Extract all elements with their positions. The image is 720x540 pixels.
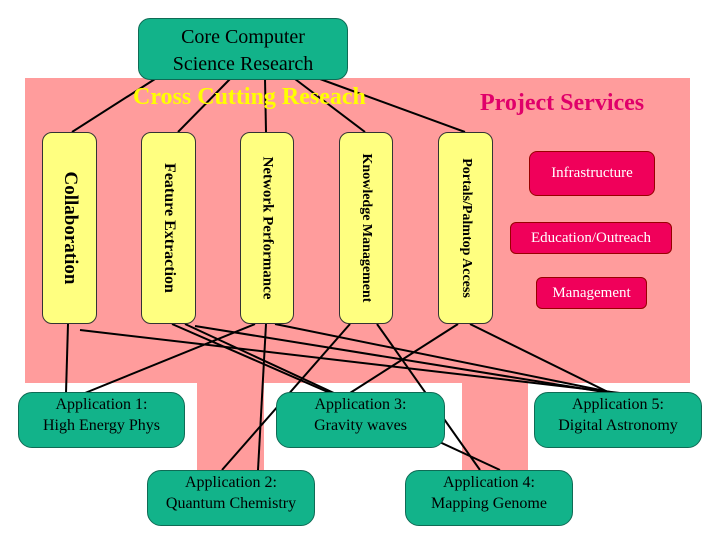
link-core-network (264, 78, 267, 133)
column-label: Feature Extraction (160, 163, 178, 293)
application-subtitle: Gravity waves (314, 417, 407, 434)
application-subtitle: Quantum Chemistry (165, 495, 297, 512)
core-research-node: Core Computer Science Research (138, 18, 348, 80)
column-label: Knowledge Management (359, 153, 374, 303)
column-knowledge-management: Knowledge Management (339, 132, 393, 324)
column-feature-extraction: Feature Extraction (141, 132, 196, 324)
link-portals-app5 (469, 323, 611, 394)
link-core-collaboration (71, 78, 156, 133)
link-core-portals (319, 78, 466, 133)
application-subtitle: Mapping Genome (431, 495, 547, 512)
application-subtitle: High Energy Phys (42, 417, 161, 434)
connector-band-right (462, 380, 528, 480)
project-services-title: Project Services (480, 90, 645, 116)
link-collab-app5 (79, 329, 621, 394)
column-network-performance: Network Performance (240, 132, 294, 324)
link-network-app2 (257, 323, 267, 471)
link-portals-app3 (349, 323, 459, 394)
application-title: Application 1: (55, 396, 148, 413)
application-subtitle: Digital Astronomy (558, 417, 678, 434)
application-title: Application 3: (314, 396, 407, 413)
link-core-knowledge (294, 78, 366, 133)
application-1-node: Application 1: High Energy Phys (18, 392, 185, 448)
application-title: Application 2: (185, 474, 277, 491)
application-3-node: Application 3: Gravity waves (276, 392, 445, 448)
link-collab-app1 (65, 323, 69, 394)
column-portals-palmtop: Portals/Palmtop Access (438, 132, 493, 324)
cross-cutting-title: Cross Cutting Reseach (133, 84, 366, 110)
application-4-node: Application 4: Mapping Genome (405, 470, 573, 526)
link-network-app1 (84, 323, 256, 394)
application-2-node: Application 2: Quantum Chemistry (147, 470, 315, 526)
service-education-outreach: Education/Outreach (510, 222, 672, 254)
link-network-app5 (274, 323, 616, 394)
application-title: Application 4: (443, 474, 535, 491)
column-label: Collaboration (59, 171, 81, 285)
application-title: Application 5: (572, 396, 664, 413)
link-core-feature (177, 78, 231, 133)
application-5-node: Application 5: Digital Astronomy (534, 392, 702, 448)
service-management: Management (536, 277, 647, 309)
link-feature-app3 (171, 323, 331, 394)
column-label: Portals/Palmtop Access (458, 158, 474, 298)
column-collaboration: Collaboration (42, 132, 97, 324)
column-label: Network Performance (259, 156, 276, 300)
connector-band-left (197, 380, 264, 480)
service-infrastructure: Infrastructure (529, 151, 655, 196)
